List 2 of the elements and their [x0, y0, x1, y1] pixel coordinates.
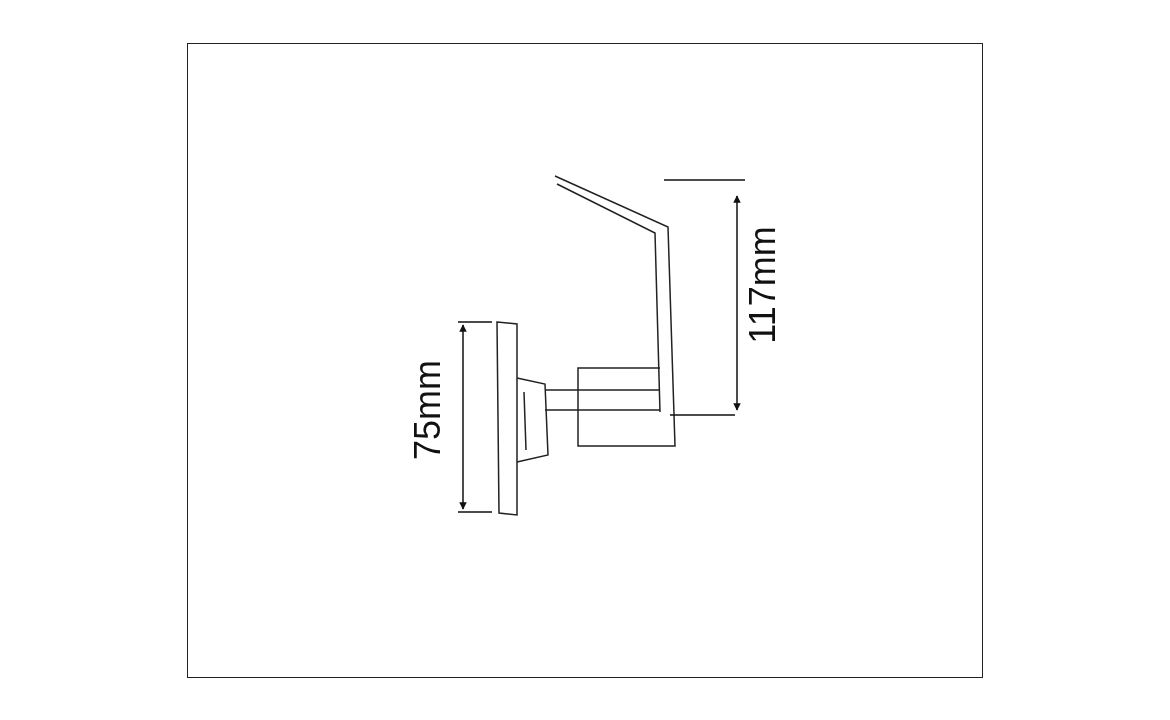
dimension-label: 117mm	[744, 226, 781, 344]
dimension-label: 75mm	[410, 360, 446, 460]
